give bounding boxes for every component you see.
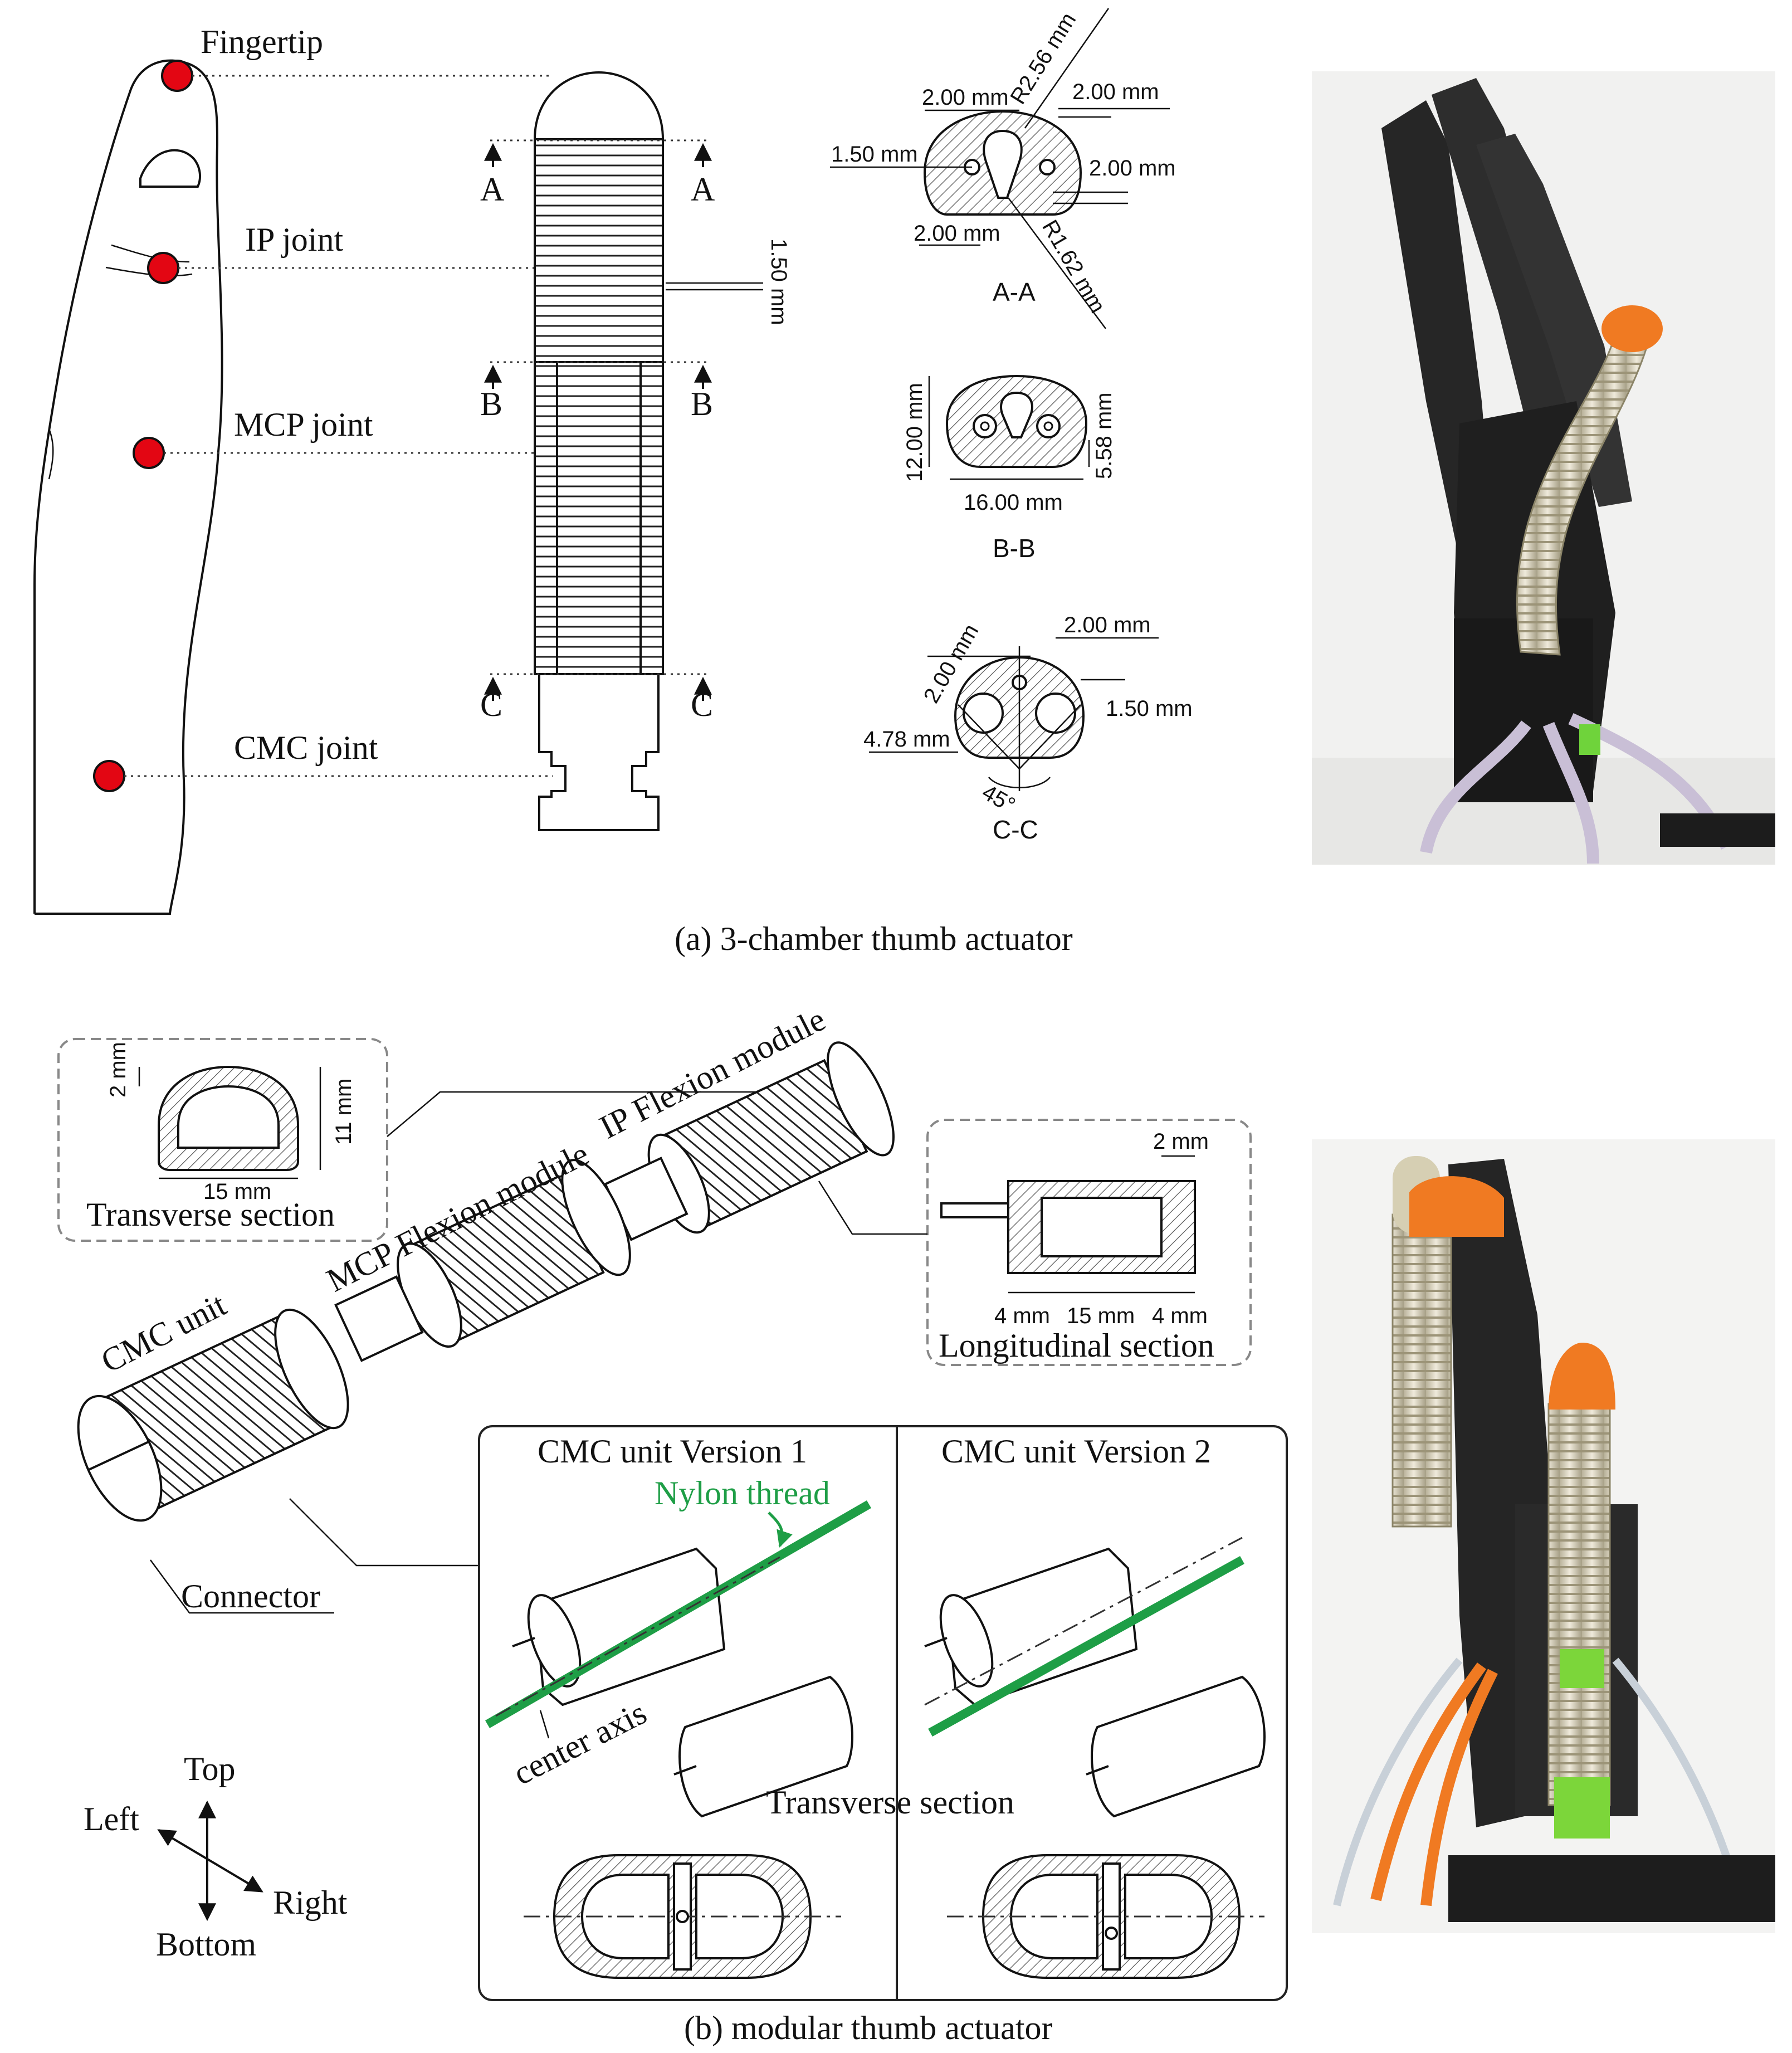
aa-dim-2: 2.00 mm [1072,80,1159,104]
ip-joint-marker [147,252,179,284]
section-b-left: B [480,386,502,422]
transverse-section-inset: 2 mm 11 mm 15 mm Transverse section [57,1038,763,1242]
base-rail [1660,813,1775,847]
mcp-joint-label: MCP joint [234,406,373,443]
soft-thumb-actuator [1516,333,1650,656]
clear-tube-1 [1333,1657,1463,1906]
longitudinal-dim-2: 15 mm [1067,1304,1135,1328]
longitudinal-dim-1: 4 mm [994,1304,1050,1328]
cc-angle: 45° [978,780,1019,818]
mcp-flexion-module [334,1159,631,1362]
longitudinal-wall: 2 mm [1153,1129,1209,1154]
bb-width: 16.00 mm [964,490,1063,515]
cmc-unit [77,1308,349,1522]
ip-joint-label: IP joint [245,221,343,258]
bb-height: 12.00 mm [902,383,927,482]
aa-dim-4: 2.00 mm [1089,156,1176,181]
section-b-right: B [691,386,713,422]
section-bb: 12.00 mm 16.00 mm 5.58 mm B-B [902,374,1116,563]
modular-actuator-1 [1391,1213,1452,1528]
three-chamber-actuator [533,71,665,831]
green-module [1560,1649,1604,1688]
cc-dim-3: 1.50 mm [1106,696,1193,721]
nylon-thread-label: Nylon thread [655,1475,830,1511]
longitudinal-section-inset: 2 mm 4 mm 15 mm 4 mm Longitudinal sectio… [818,1119,1252,1366]
section-markers: A A B B C C 1.50 mm [480,139,791,723]
bb-side: 5.58 mm [1092,392,1116,479]
caption-a: (a) 3-chamber thumb actuator [675,920,1073,957]
center-axis-label: center axis [507,1694,652,1792]
section-aa: 2.00 mm R2.56 mm 2.00 mm 1.50 mm 2.00 mm… [830,8,1176,329]
section-c-right: C [691,686,713,723]
panel-b: 2 mm 11 mm 15 mm Transverse section 2 mm… [57,1001,1775,2046]
versions-transverse-label: Transverse section [766,1784,1014,1821]
green-base [1554,1777,1610,1839]
aa-dim-3: 1.50 mm [831,142,918,167]
cc-dim-4: 4.78 mm [863,727,950,752]
base-frame [1448,1855,1775,1922]
direction-bottom: Bottom [156,1926,256,1963]
aa-radius-2: R1.62 mm [1037,216,1110,318]
fingertip-label: Fingertip [201,23,323,60]
aa-title: A-A [993,277,1036,306]
longitudinal-title: Longitudinal section [939,1327,1214,1364]
robot-finger-2 [1432,78,1582,513]
air-tube-1 [1420,720,1531,854]
cmc-versions-panel: CMC unit Version 1 CMC unit Version 2 Ny… [478,1425,1288,2001]
mcp-joint-marker [133,437,165,469]
aa-dim-1: 2.00 mm [922,85,1009,110]
connector-label: Connector [181,1578,320,1615]
panel-a: Fingertip IP joint MCP joint CMC joint A… [33,8,1775,957]
aa-radius-1: R2.56 mm [1005,8,1081,109]
bb-title: B-B [993,534,1036,563]
direction-left: Left [84,1801,139,1837]
cc-title: C-C [993,815,1038,844]
section-c-left: C [480,686,502,723]
section-cc: 2.00 mm 2.00 mm 1.50 mm 4.78 mm 45° C-C [863,613,1193,844]
cmc-joint-label: CMC joint [234,729,378,766]
transverse-title: Transverse section [86,1196,335,1233]
longitudinal-dim-3: 4 mm [1152,1304,1208,1328]
pitch-dimension: 1.50 mm [766,238,791,325]
cc-dim-2: 2.00 mm [1064,613,1151,637]
modular-actuator-2 [1547,1403,1611,1806]
air-tube-2 [1542,721,1599,864]
ip-flexion-module [604,1041,895,1241]
actuator-cap-1 [1409,1176,1504,1237]
version-1-transverse-section [524,1854,841,1979]
version-2-transverse-section [947,1854,1264,1979]
version-1-title: CMC unit Version 1 [538,1433,807,1470]
photo-modular-hand [1312,1139,1775,1933]
thumb-outline [33,59,223,915]
section-a-right: A [691,171,715,208]
transverse-width: 15 mm [203,1179,271,1204]
green-fitting [1579,724,1600,755]
orange-tube-2 [1420,1669,1498,1906]
cmc-joint-marker [93,760,125,792]
transverse-height: 11 mm [331,1079,356,1145]
version-2-parts [924,1537,1266,1818]
fingertip-marker [161,60,193,92]
transverse-wall: 2 mm [106,1042,130,1098]
actuator-cap-2 [1549,1343,1615,1410]
section-a-left: A [480,171,504,208]
orange-tube-1 [1370,1662,1487,1901]
aa-dim-5: 2.00 mm [914,221,1000,246]
version-2-title: CMC unit Version 2 [941,1433,1211,1470]
photo-three-chamber-hand [1312,71,1775,865]
direction-compass: Top Bottom Left Right [84,1750,348,1963]
direction-top: Top [184,1750,235,1787]
caption-b: (b) modular thumb actuator [684,2010,1052,2046]
actuator-cap [1601,305,1663,352]
direction-right: Right [273,1884,348,1921]
version-1-parts: center axis [485,1500,871,1818]
